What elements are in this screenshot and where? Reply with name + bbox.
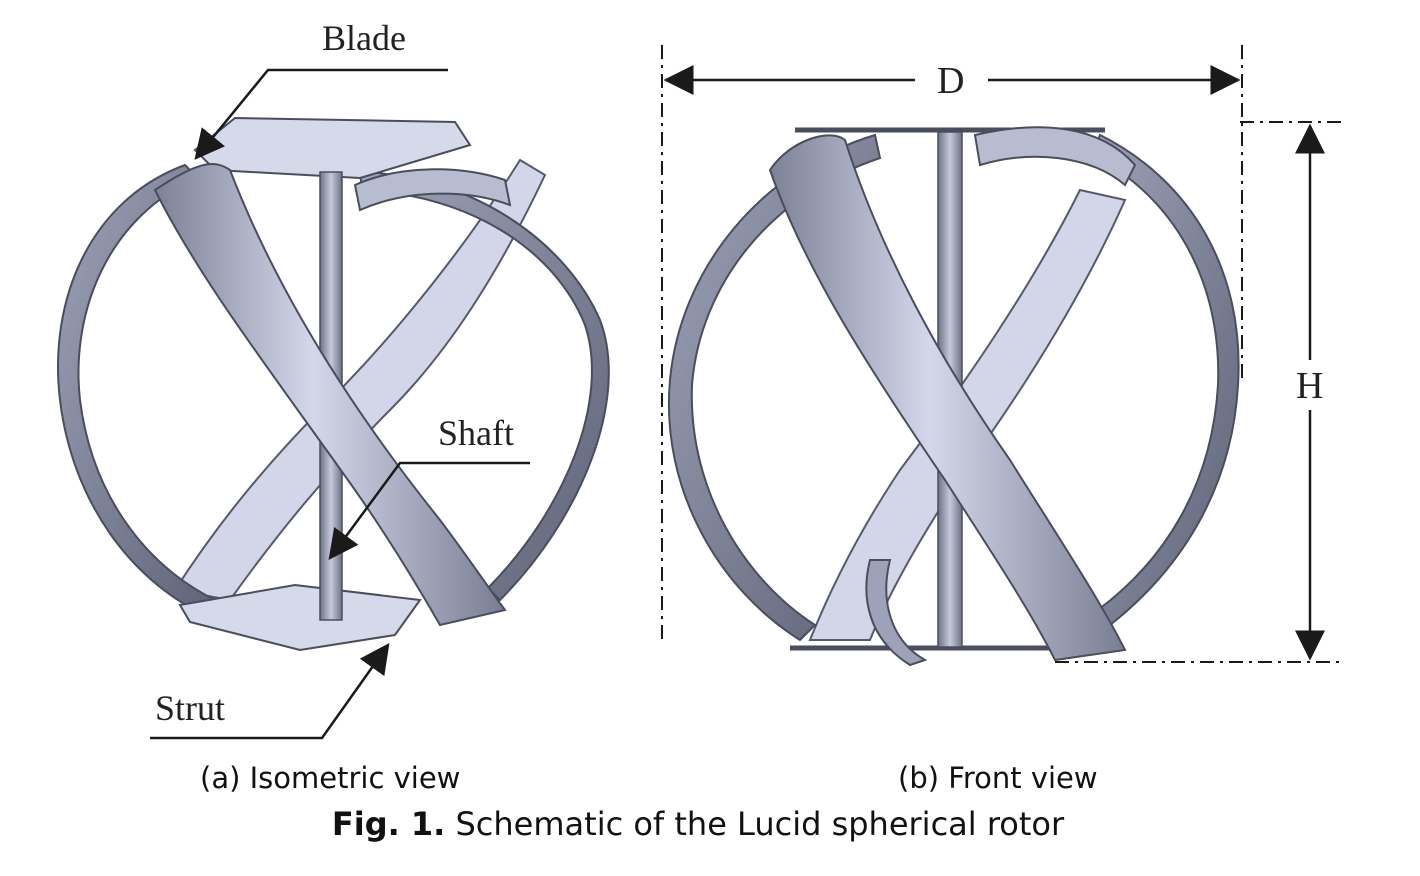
isometric-view-panel: Blade Shaft Strut (a) Isometric view (56, 18, 610, 795)
dimension-d-label: D (937, 60, 964, 102)
figure-caption: Fig. 1. Schematic of the Lucid spherical… (332, 805, 1065, 843)
strut-leader-line (150, 642, 390, 740)
front-view-panel: D H (b) Front view (661, 45, 1345, 795)
blade-leader-line (194, 68, 448, 160)
rotor-a-upper-blade (353, 168, 512, 212)
strut-label: Strut (155, 688, 225, 728)
rotor-a-bottom-strut (178, 583, 422, 652)
shaft-label: Shaft (438, 413, 514, 453)
rotor-a-front-blade (153, 163, 507, 627)
caption-isometric-view: (a) Isometric view (200, 761, 460, 795)
rotor-b-ring-left (667, 133, 882, 642)
caption-front-view: (b) Front view (898, 761, 1098, 795)
rotor-b-front-blade (768, 134, 1127, 662)
figure-number: Fig. 1. (332, 805, 445, 843)
shaft-leader-line (328, 461, 530, 561)
rotor-b-lower-blade (865, 559, 928, 667)
rotor-b-upper-blade (973, 126, 1137, 187)
blade-label: Blade (322, 18, 406, 58)
dimension-h-label: H (1296, 365, 1323, 407)
figure-caption-text: Schematic of the Lucid spherical rotor (445, 805, 1065, 843)
